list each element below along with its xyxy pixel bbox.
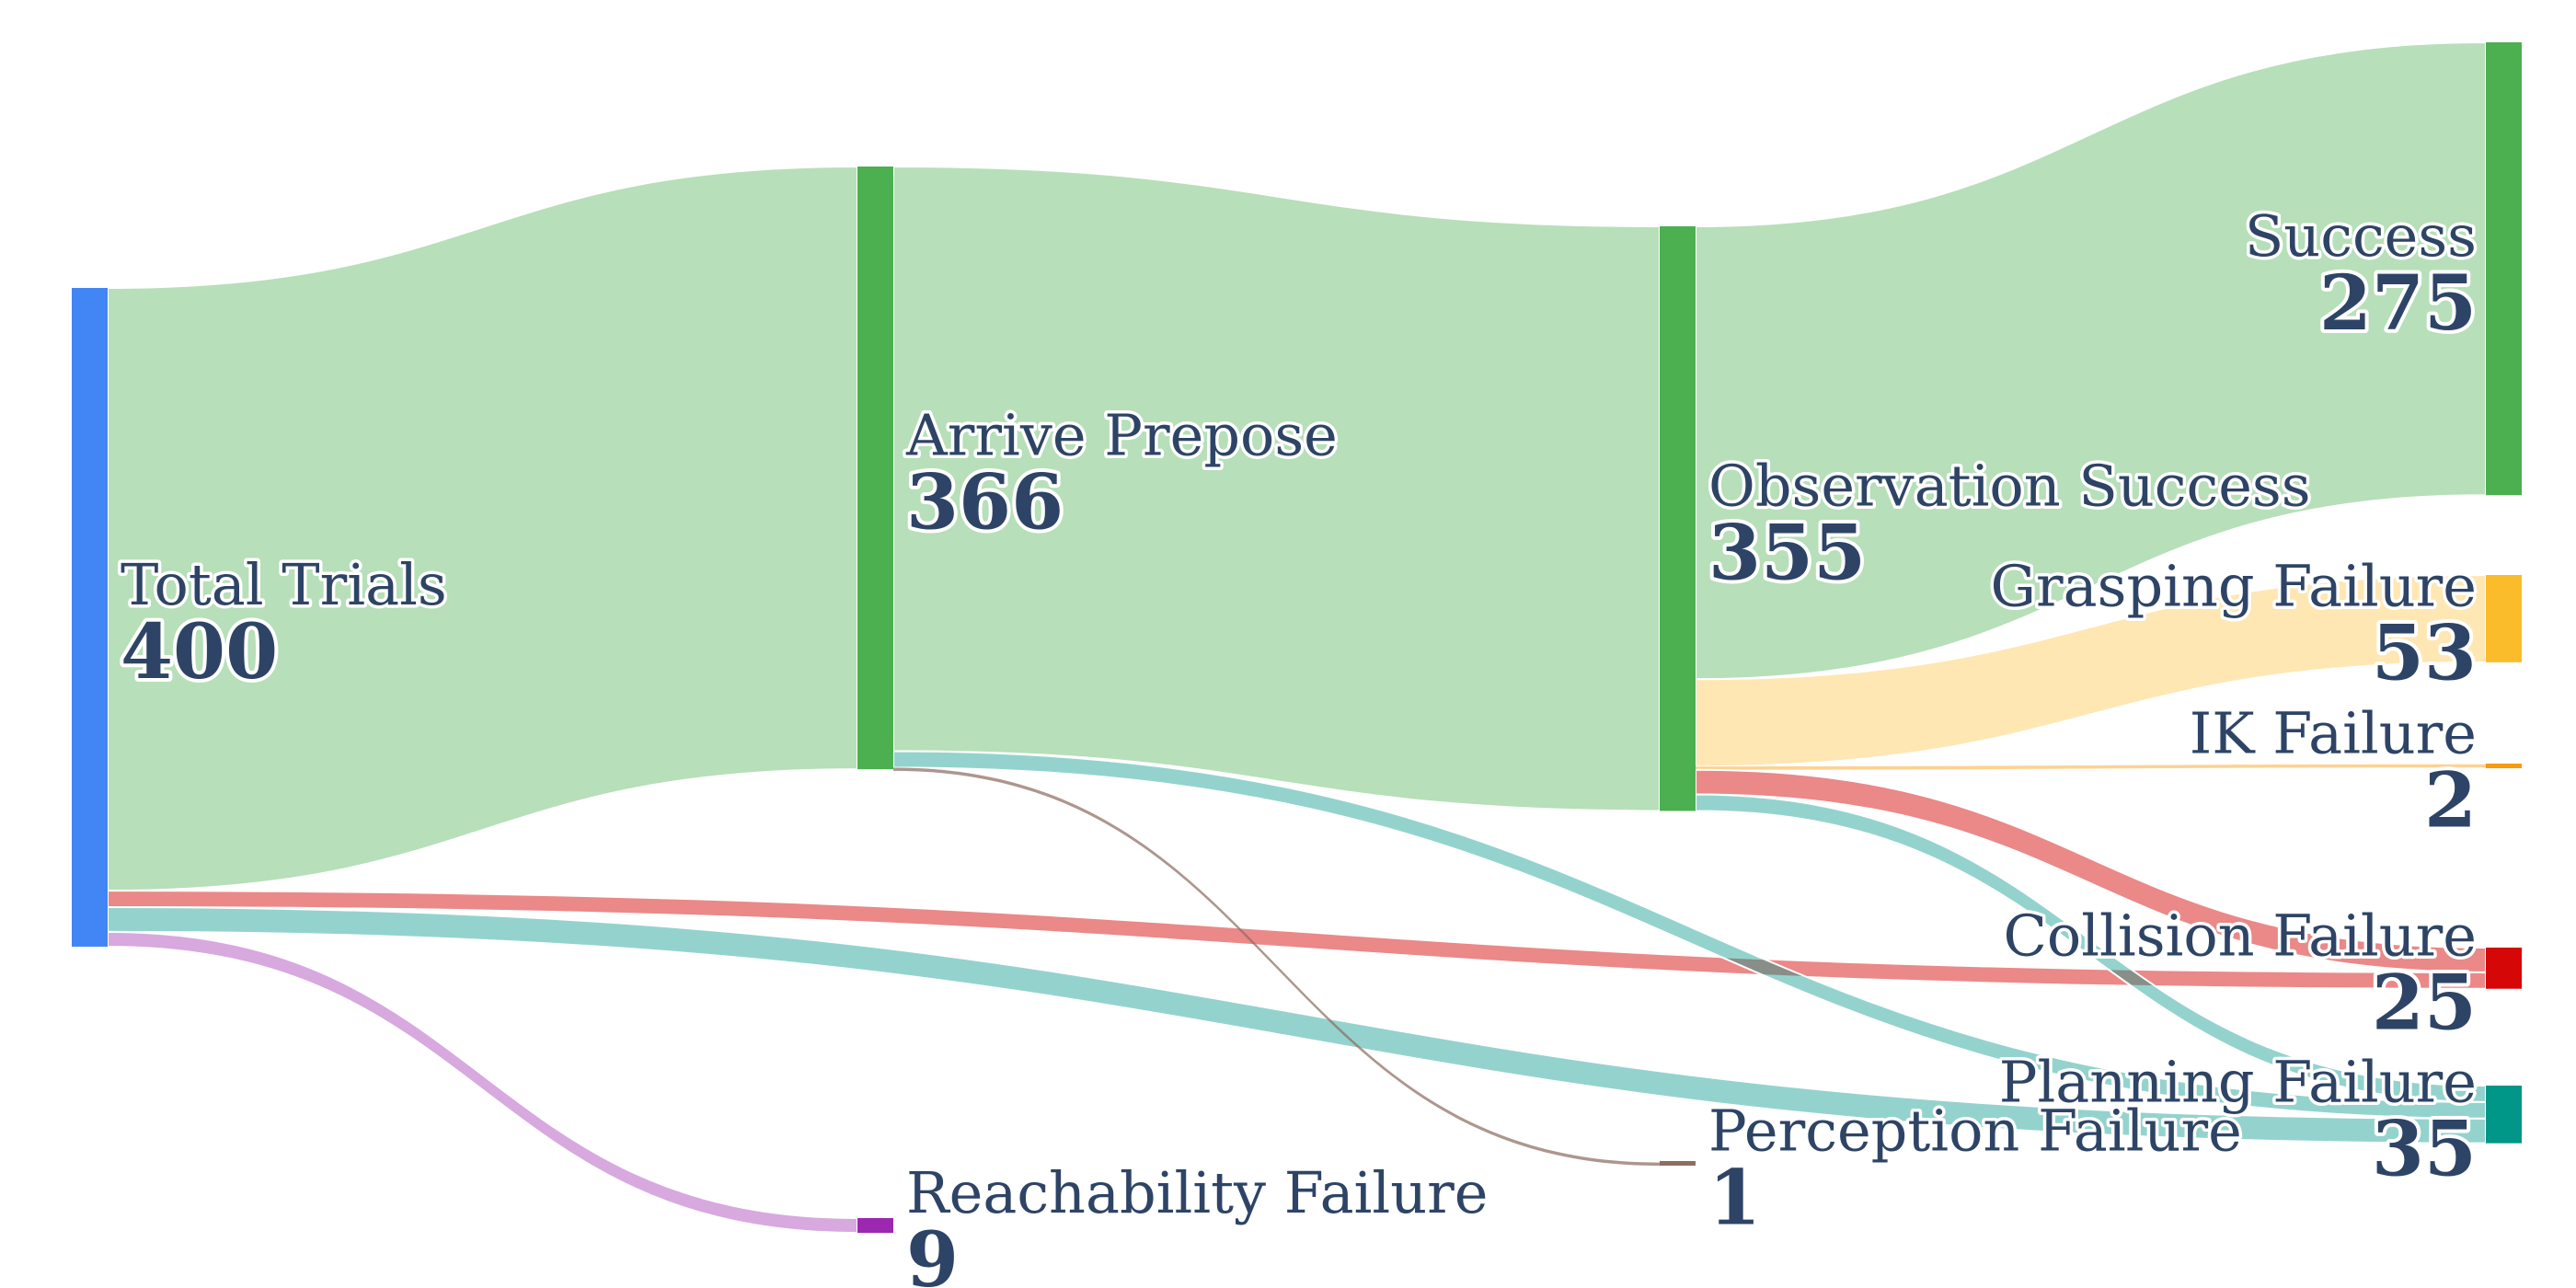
node-value-reachability: 9 xyxy=(906,1216,959,1288)
node-label-ik: IK Failure xyxy=(2190,700,2477,767)
node-value-arrive: 366 xyxy=(906,459,1064,547)
node-value-success: 275 xyxy=(2319,259,2477,348)
sankey-node-perception xyxy=(1660,1161,1696,1166)
node-value-planning: 35 xyxy=(2372,1105,2477,1193)
sankey-link-observation-ik xyxy=(1696,764,2486,770)
node-value-ik: 2 xyxy=(2424,757,2477,845)
node-value-observation: 355 xyxy=(1708,510,1866,598)
node-label-observation: Observation Success xyxy=(1708,453,2311,520)
node-label-perception: Perception Failure xyxy=(1708,1098,2242,1165)
node-label-collision: Collision Failure xyxy=(2003,902,2477,969)
sankey-node-reachability xyxy=(857,1218,893,1234)
sankey-node-ik xyxy=(2486,764,2522,768)
sankey-link-total-arrive xyxy=(107,165,858,892)
sankey-node-observation xyxy=(1660,226,1696,811)
sankey-node-success xyxy=(2486,42,2522,496)
node-label-success: Success xyxy=(2245,202,2477,270)
node-label-arrive: Arrive Prepose xyxy=(905,402,1338,469)
node-label-planning: Planning Failure xyxy=(1999,1048,2477,1115)
sankey-link-arrive-perception xyxy=(893,767,1660,1167)
node-value-collision: 25 xyxy=(2372,959,2477,1047)
node-label-total: Total Trials xyxy=(121,551,447,618)
sankey-link-total-reachability xyxy=(107,930,858,1235)
node-value-grasping: 53 xyxy=(2372,609,2477,697)
node-label-reachability: Reachability Failure xyxy=(906,1159,1488,1226)
node-value-total: 400 xyxy=(121,608,278,696)
node-value-perception: 1 xyxy=(1708,1155,1761,1243)
sankey-node-total xyxy=(72,288,108,947)
sankey-node-arrive xyxy=(857,167,893,770)
sankey-node-planning xyxy=(2486,1086,2522,1144)
sankey-node-collision xyxy=(2486,948,2522,989)
node-label-grasping: Grasping Failure xyxy=(1991,552,2477,619)
sankey-node-grasping xyxy=(2486,575,2522,662)
